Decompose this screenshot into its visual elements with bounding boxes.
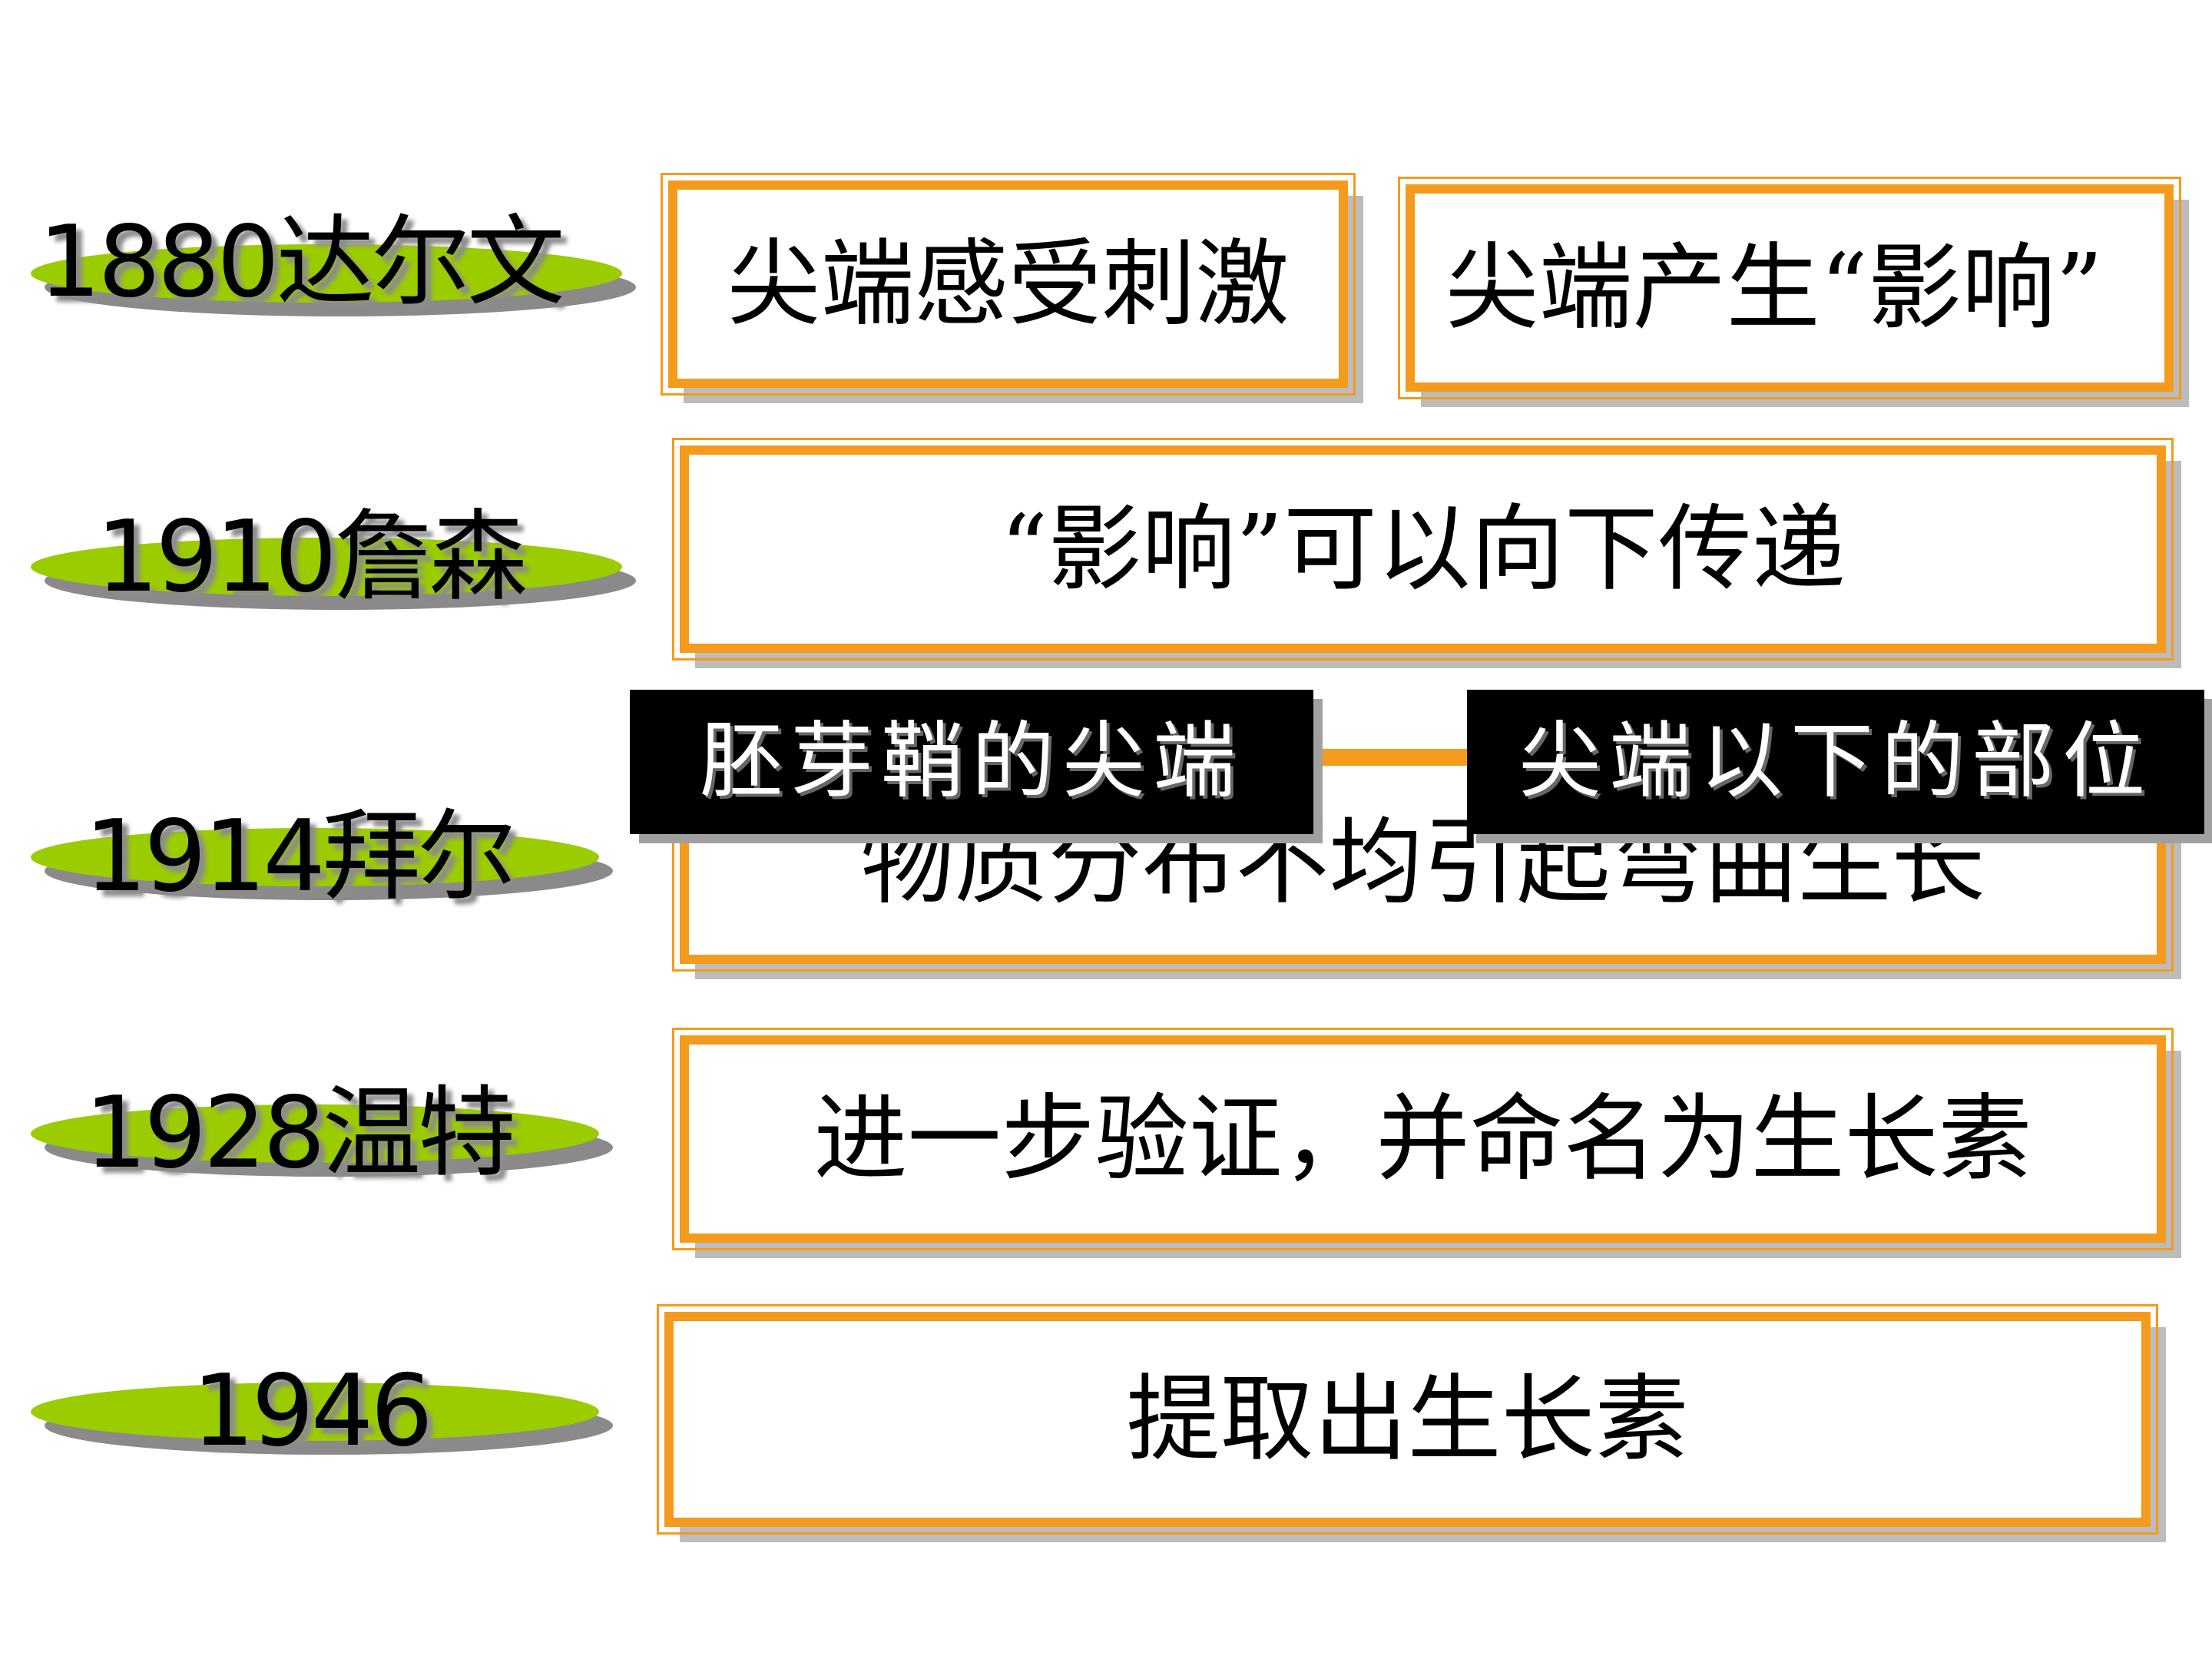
callout-coleoptile-tip-text: 胚芽鞘的尖端: [699, 714, 1243, 810]
timeline-label-1928: 1928温特: [84, 1076, 516, 1190]
callout-below-tip: 尖端以下的部位: [1467, 690, 2204, 834]
finding-text-tip-produces: 尖端产生“影响”: [1445, 233, 2104, 343]
callout-connector: [1317, 751, 1471, 759]
finding-box-tip-produces: 尖端产生“影响”: [1398, 177, 2181, 399]
timeline-label-1910: 1910詹森: [96, 500, 528, 614]
finding-box-went: 进一步验证，并命名为生长素: [672, 1028, 2174, 1250]
callout-below-tip-text: 尖端以下的部位: [1518, 714, 2153, 810]
timeline-pill-1880: [31, 244, 622, 303]
finding-box-jensen: “影响”可以向下传递: [672, 438, 2174, 661]
finding-text-went: 进一步验证，并命名为生长素: [813, 1084, 2032, 1194]
timeline-pill-1914: [31, 828, 599, 886]
timeline-pill-1910: [31, 538, 622, 596]
callout-coleoptile-tip: 胚芽鞘的尖端: [630, 690, 1313, 834]
finding-text-1946: 提取出生长素: [1126, 1365, 1689, 1474]
finding-text-jensen: “影响”可以向下传递: [1000, 495, 1846, 604]
timeline-pill-1946: [31, 1382, 599, 1441]
finding-text-tip-senses: 尖端感受刺激: [727, 230, 1290, 339]
finding-box-tip-senses: 尖端感受刺激: [661, 173, 1356, 396]
timeline-label-1946: 1946: [192, 1354, 433, 1469]
timeline-label-1880: 1880达尔文: [38, 205, 565, 320]
timeline-label-1914: 1914拜尔: [84, 800, 516, 914]
timeline-pill-1928: [31, 1104, 599, 1163]
finding-box-1946: 提取出生长素: [657, 1304, 2158, 1535]
